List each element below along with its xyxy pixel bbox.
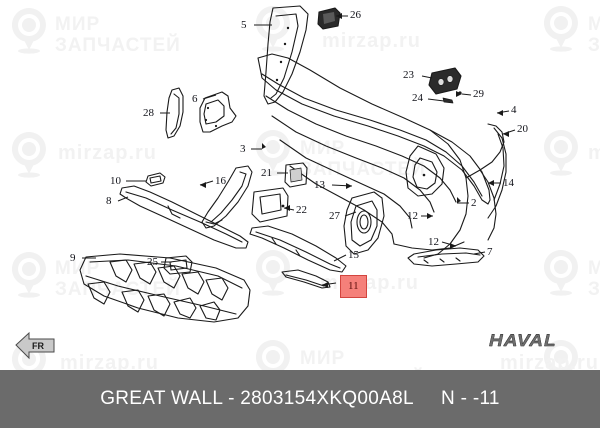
part-shape-main-bumper: [257, 53, 507, 259]
part-shape-11: [281, 269, 331, 289]
part-shape-15: [249, 225, 347, 273]
callout-23[interactable]: 23: [403, 69, 414, 81]
callout-13[interactable]: 13: [314, 179, 325, 191]
part-shape-5: [263, 5, 309, 105]
callout-12[interactable]: 12: [407, 210, 418, 222]
callout-6[interactable]: 6: [192, 93, 198, 105]
callout-16[interactable]: 16: [215, 175, 226, 187]
part-shape-8: [119, 185, 249, 249]
callout-27[interactable]: 27: [329, 210, 340, 222]
part-shape-10: [145, 172, 166, 187]
diagram-svg: [79, 5, 516, 323]
callout-8[interactable]: 8: [106, 195, 112, 207]
callout-15[interactable]: 15: [348, 249, 359, 261]
part-shape-16: [201, 165, 253, 229]
callout-10[interactable]: 10: [110, 175, 121, 187]
part-shape-21: [284, 162, 308, 188]
part-shape-26: [317, 7, 341, 30]
callout-21[interactable]: 21: [261, 167, 272, 179]
callout-2[interactable]: 2: [471, 197, 477, 209]
callout-20[interactable]: 20: [517, 123, 528, 135]
callout-4[interactable]: 4: [511, 104, 517, 116]
haval-logo: HAVAL: [489, 332, 557, 351]
callout-25[interactable]: 25: [147, 256, 158, 268]
callout-12b[interactable]: 12: [428, 236, 439, 248]
callout-24[interactable]: 24: [412, 92, 423, 104]
fr-badge-label: FR: [32, 341, 44, 351]
callout-22[interactable]: 22: [296, 204, 307, 216]
part-shape-7: [407, 247, 485, 267]
callout-29[interactable]: 29: [473, 88, 484, 100]
part-shape-9: [79, 253, 251, 323]
part-shape-24: [442, 97, 454, 104]
callout-14[interactable]: 14: [503, 177, 514, 189]
part-shape-28: [165, 87, 184, 139]
part-shape-6: [199, 91, 237, 133]
callout-7[interactable]: 7: [487, 246, 493, 258]
callout-11[interactable]: 11: [340, 275, 367, 298]
callout-9[interactable]: 9: [70, 252, 76, 264]
part-shape-25: [163, 255, 193, 275]
front-direction-badge: FR: [12, 327, 60, 363]
caption-text: GREAT WALL - 2803154XKQ00A8L N - -11: [100, 388, 500, 409]
callout-3[interactable]: 3: [240, 143, 246, 155]
callout-5[interactable]: 5: [241, 19, 247, 31]
part-shape-27: [343, 191, 385, 255]
part-shape-22: [251, 187, 289, 223]
callout-26[interactable]: 26: [350, 9, 361, 21]
part-shape-23: [428, 67, 462, 95]
callout-28[interactable]: 28: [143, 107, 154, 119]
caption-bar: GREAT WALL - 2803154XKQ00A8L N - -11: [0, 370, 600, 428]
